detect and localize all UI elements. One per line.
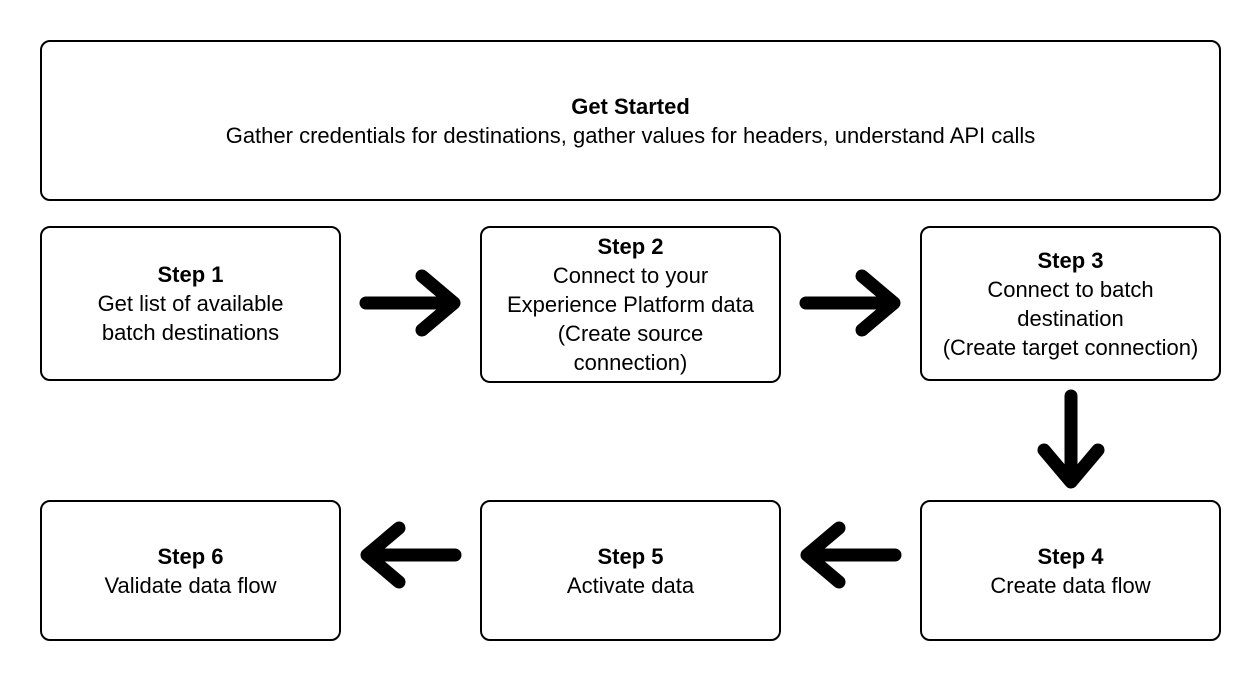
get-started-description: Gather credentials for destinations, gat… xyxy=(225,122,1036,148)
arrow-down-icon-step-3-to-4 xyxy=(1037,389,1105,489)
step-2-title: Step 2 xyxy=(597,234,664,259)
step-2-line-2: Experience Platform data xyxy=(506,292,755,317)
step-4-line-1: Create data flow xyxy=(990,572,1151,598)
step-1-title: Step 1 xyxy=(157,262,224,287)
step-6-title: Step 6 xyxy=(157,543,224,569)
arrow-left-icon-step-4-to-5 xyxy=(800,521,902,589)
step-1-line-2: batch destinations xyxy=(101,320,280,345)
step-3-box: Step 3 Connect to batch destination (Cre… xyxy=(920,226,1221,381)
step-4-box: Step 4 Create data flow xyxy=(920,500,1221,641)
step-5-title: Step 5 xyxy=(597,543,664,569)
arrow-left-icon-step-5-to-6 xyxy=(360,521,462,589)
step-5-box: Step 5 Activate data xyxy=(480,500,781,641)
step-2-line-1: Connect to your xyxy=(552,263,709,288)
step-1-box: Step 1 Get list of available batch desti… xyxy=(40,226,341,381)
step-5-line-1: Activate data xyxy=(566,572,695,598)
step-1-line-1: Get list of available xyxy=(97,291,284,316)
step-6-box: Step 6 Validate data flow xyxy=(40,500,341,641)
step-3-line-3: (Create target connection) xyxy=(942,334,1199,360)
arrow-right-icon-step-1-to-2 xyxy=(359,269,461,337)
step-2-line-4: connection) xyxy=(573,350,688,375)
step-2-box: Step 2 Connect to your Experience Platfo… xyxy=(480,226,781,383)
step-3-title: Step 3 xyxy=(1037,247,1104,273)
arrow-right-icon-step-2-to-3 xyxy=(799,269,901,337)
step-3-line-2: destination xyxy=(1017,305,1124,331)
step-6-line-1: Validate data flow xyxy=(104,572,277,598)
step-2-line-3: (Create source xyxy=(557,321,704,346)
step-4-title: Step 4 xyxy=(1037,543,1104,569)
get-started-box: Get Started Gather credentials for desti… xyxy=(40,40,1221,201)
get-started-title: Get Started xyxy=(571,93,690,119)
step-3-line-1: Connect to batch xyxy=(987,276,1154,302)
